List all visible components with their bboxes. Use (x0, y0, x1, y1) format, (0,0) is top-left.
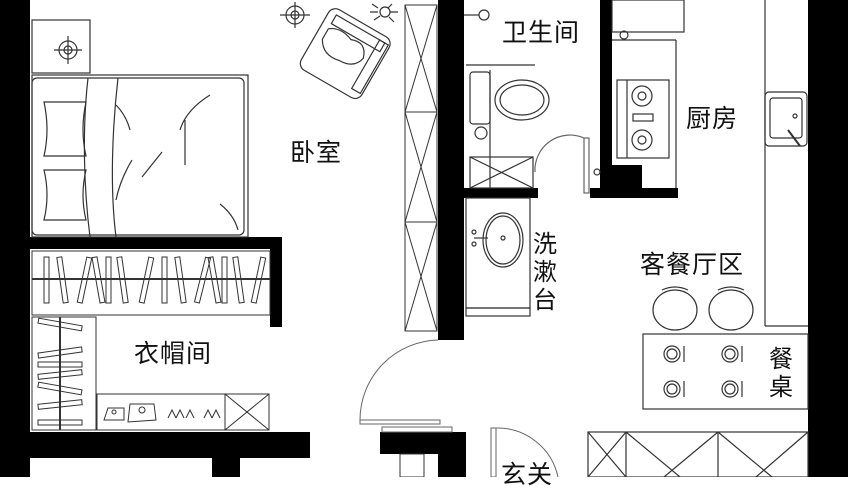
hangers (43, 256, 267, 304)
bathroom-fixtures (464, 9, 601, 194)
floor-plan-drawing (0, 0, 848, 478)
closet-furniture (31, 250, 271, 431)
room-label-bedroom: 卧室 (290, 138, 343, 167)
room-label-walk-in-closet: 衣帽间 (134, 339, 213, 368)
room-label-living-dining: 客餐厅区 (640, 250, 745, 279)
kitchen-fixtures (611, 0, 808, 326)
room-label-entrance: 玄关 (501, 460, 554, 489)
bedroom-wardrobe (404, 4, 438, 332)
walls (0, 0, 848, 477)
room-label-kitchen: 厨房 (686, 104, 739, 133)
bedroom-furniture (31, 2, 398, 238)
room-label-bathroom: 卫生间 (502, 18, 581, 47)
place-settings (663, 345, 743, 398)
room-label-vanity: 洗漱台 (533, 230, 557, 314)
dining-furniture (587, 286, 809, 478)
vanity-fixtures (465, 197, 531, 317)
room-label-dining-table: 餐桌 (769, 345, 793, 401)
